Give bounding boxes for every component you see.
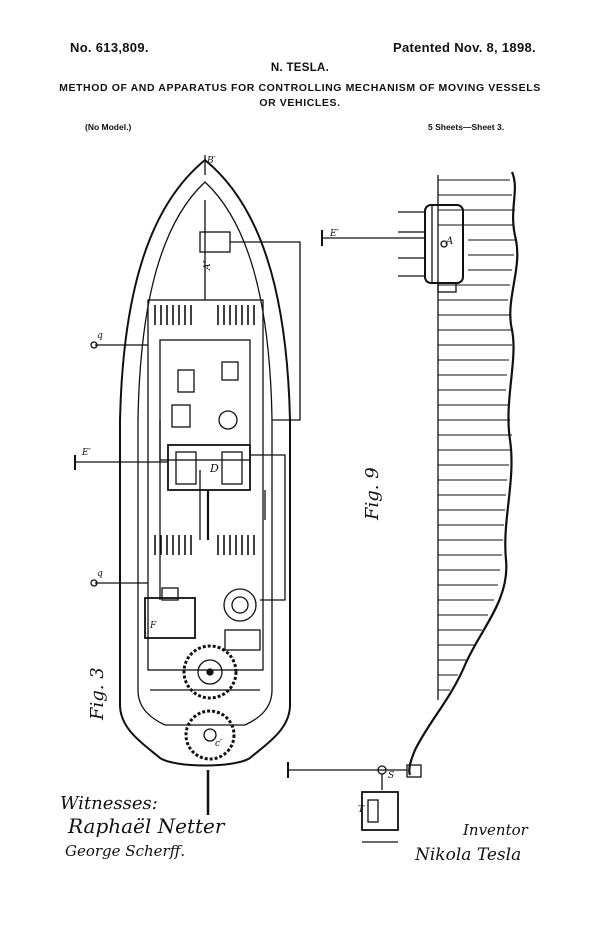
fig3-title: Fig. 3	[87, 667, 108, 721]
label-s: S	[388, 771, 394, 781]
inventor-label: Inventor	[463, 821, 528, 839]
water-hatching	[438, 179, 516, 691]
label-motor-d: D	[209, 462, 219, 475]
label-q-lower: q	[97, 569, 103, 579]
label-e-prime-left: E′	[81, 448, 91, 458]
battery-cells-lower	[154, 535, 255, 555]
label-q-upper: q	[97, 331, 103, 341]
patent-number: No. 613,809.	[70, 40, 149, 55]
label-e-prime-right: E′	[329, 229, 339, 239]
witnesses-label: Witnesses:	[60, 793, 158, 814]
inventor-name: N. TESLA.	[270, 62, 330, 74]
label-f: F	[149, 621, 157, 631]
patent-title-line2: OR VEHICLES.	[259, 97, 341, 109]
patent-date: Patented Nov. 8, 1898.	[393, 40, 536, 55]
label-c-prime: c′	[215, 739, 222, 749]
inventor-signature: Nikola Tesla	[415, 845, 522, 865]
fig3-boat-drawing	[74, 155, 301, 815]
sheet-note: 5 Sheets—Sheet 3.	[428, 122, 505, 132]
battery-cells-upper	[154, 305, 255, 325]
label-b-prime: B′	[206, 156, 216, 166]
fig9-shore-drawing	[287, 171, 519, 843]
label-boat-a: A	[445, 236, 453, 247]
witness2-signature: George Scherff.	[65, 842, 186, 860]
label-a-double-prime: A″	[203, 260, 213, 271]
witness1-signature: Raphaël Netter	[68, 814, 225, 838]
patent-title-line1: METHOD OF AND APPARATUS FOR CONTROLLING …	[59, 82, 541, 94]
model-note: (No Model.)	[85, 122, 132, 132]
label-t: T	[358, 805, 365, 815]
fig9-title: Fig. 9	[362, 467, 383, 521]
